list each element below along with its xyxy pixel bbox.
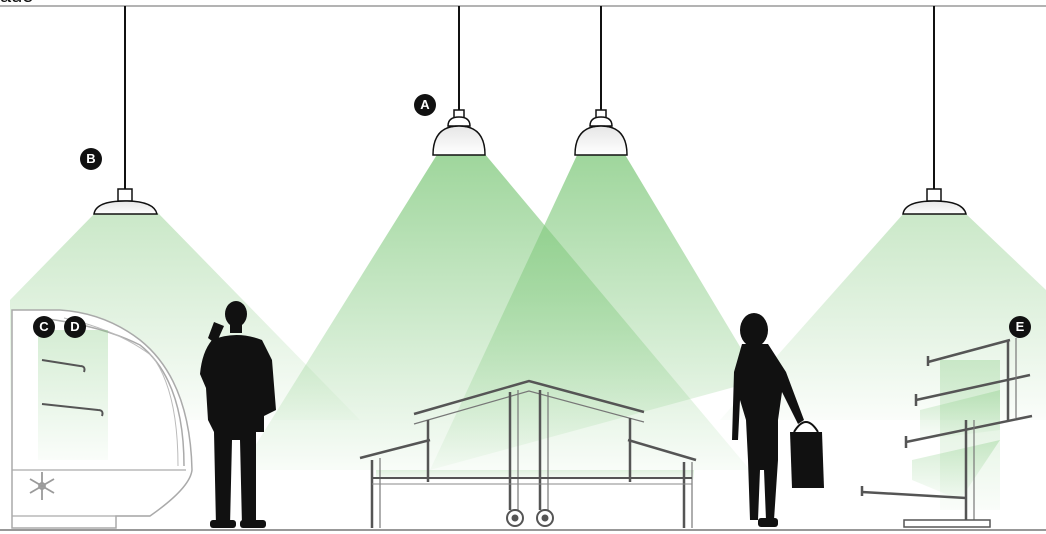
pendant-lamp-icon — [433, 110, 485, 155]
pendant-lamp-icon — [575, 110, 627, 155]
marker-a: A — [414, 94, 436, 116]
pendant-lamp-icon — [94, 189, 157, 214]
marker-d: D — [64, 316, 86, 338]
pendant-lamp-icon — [903, 189, 966, 214]
marker-b: B — [80, 148, 102, 170]
marker-e: E — [1009, 316, 1031, 338]
caster-wheel-icon — [507, 510, 523, 526]
caster-wheel-icon — [537, 510, 553, 526]
shopping-basket-icon — [790, 422, 824, 488]
marker-c: C — [33, 316, 55, 338]
